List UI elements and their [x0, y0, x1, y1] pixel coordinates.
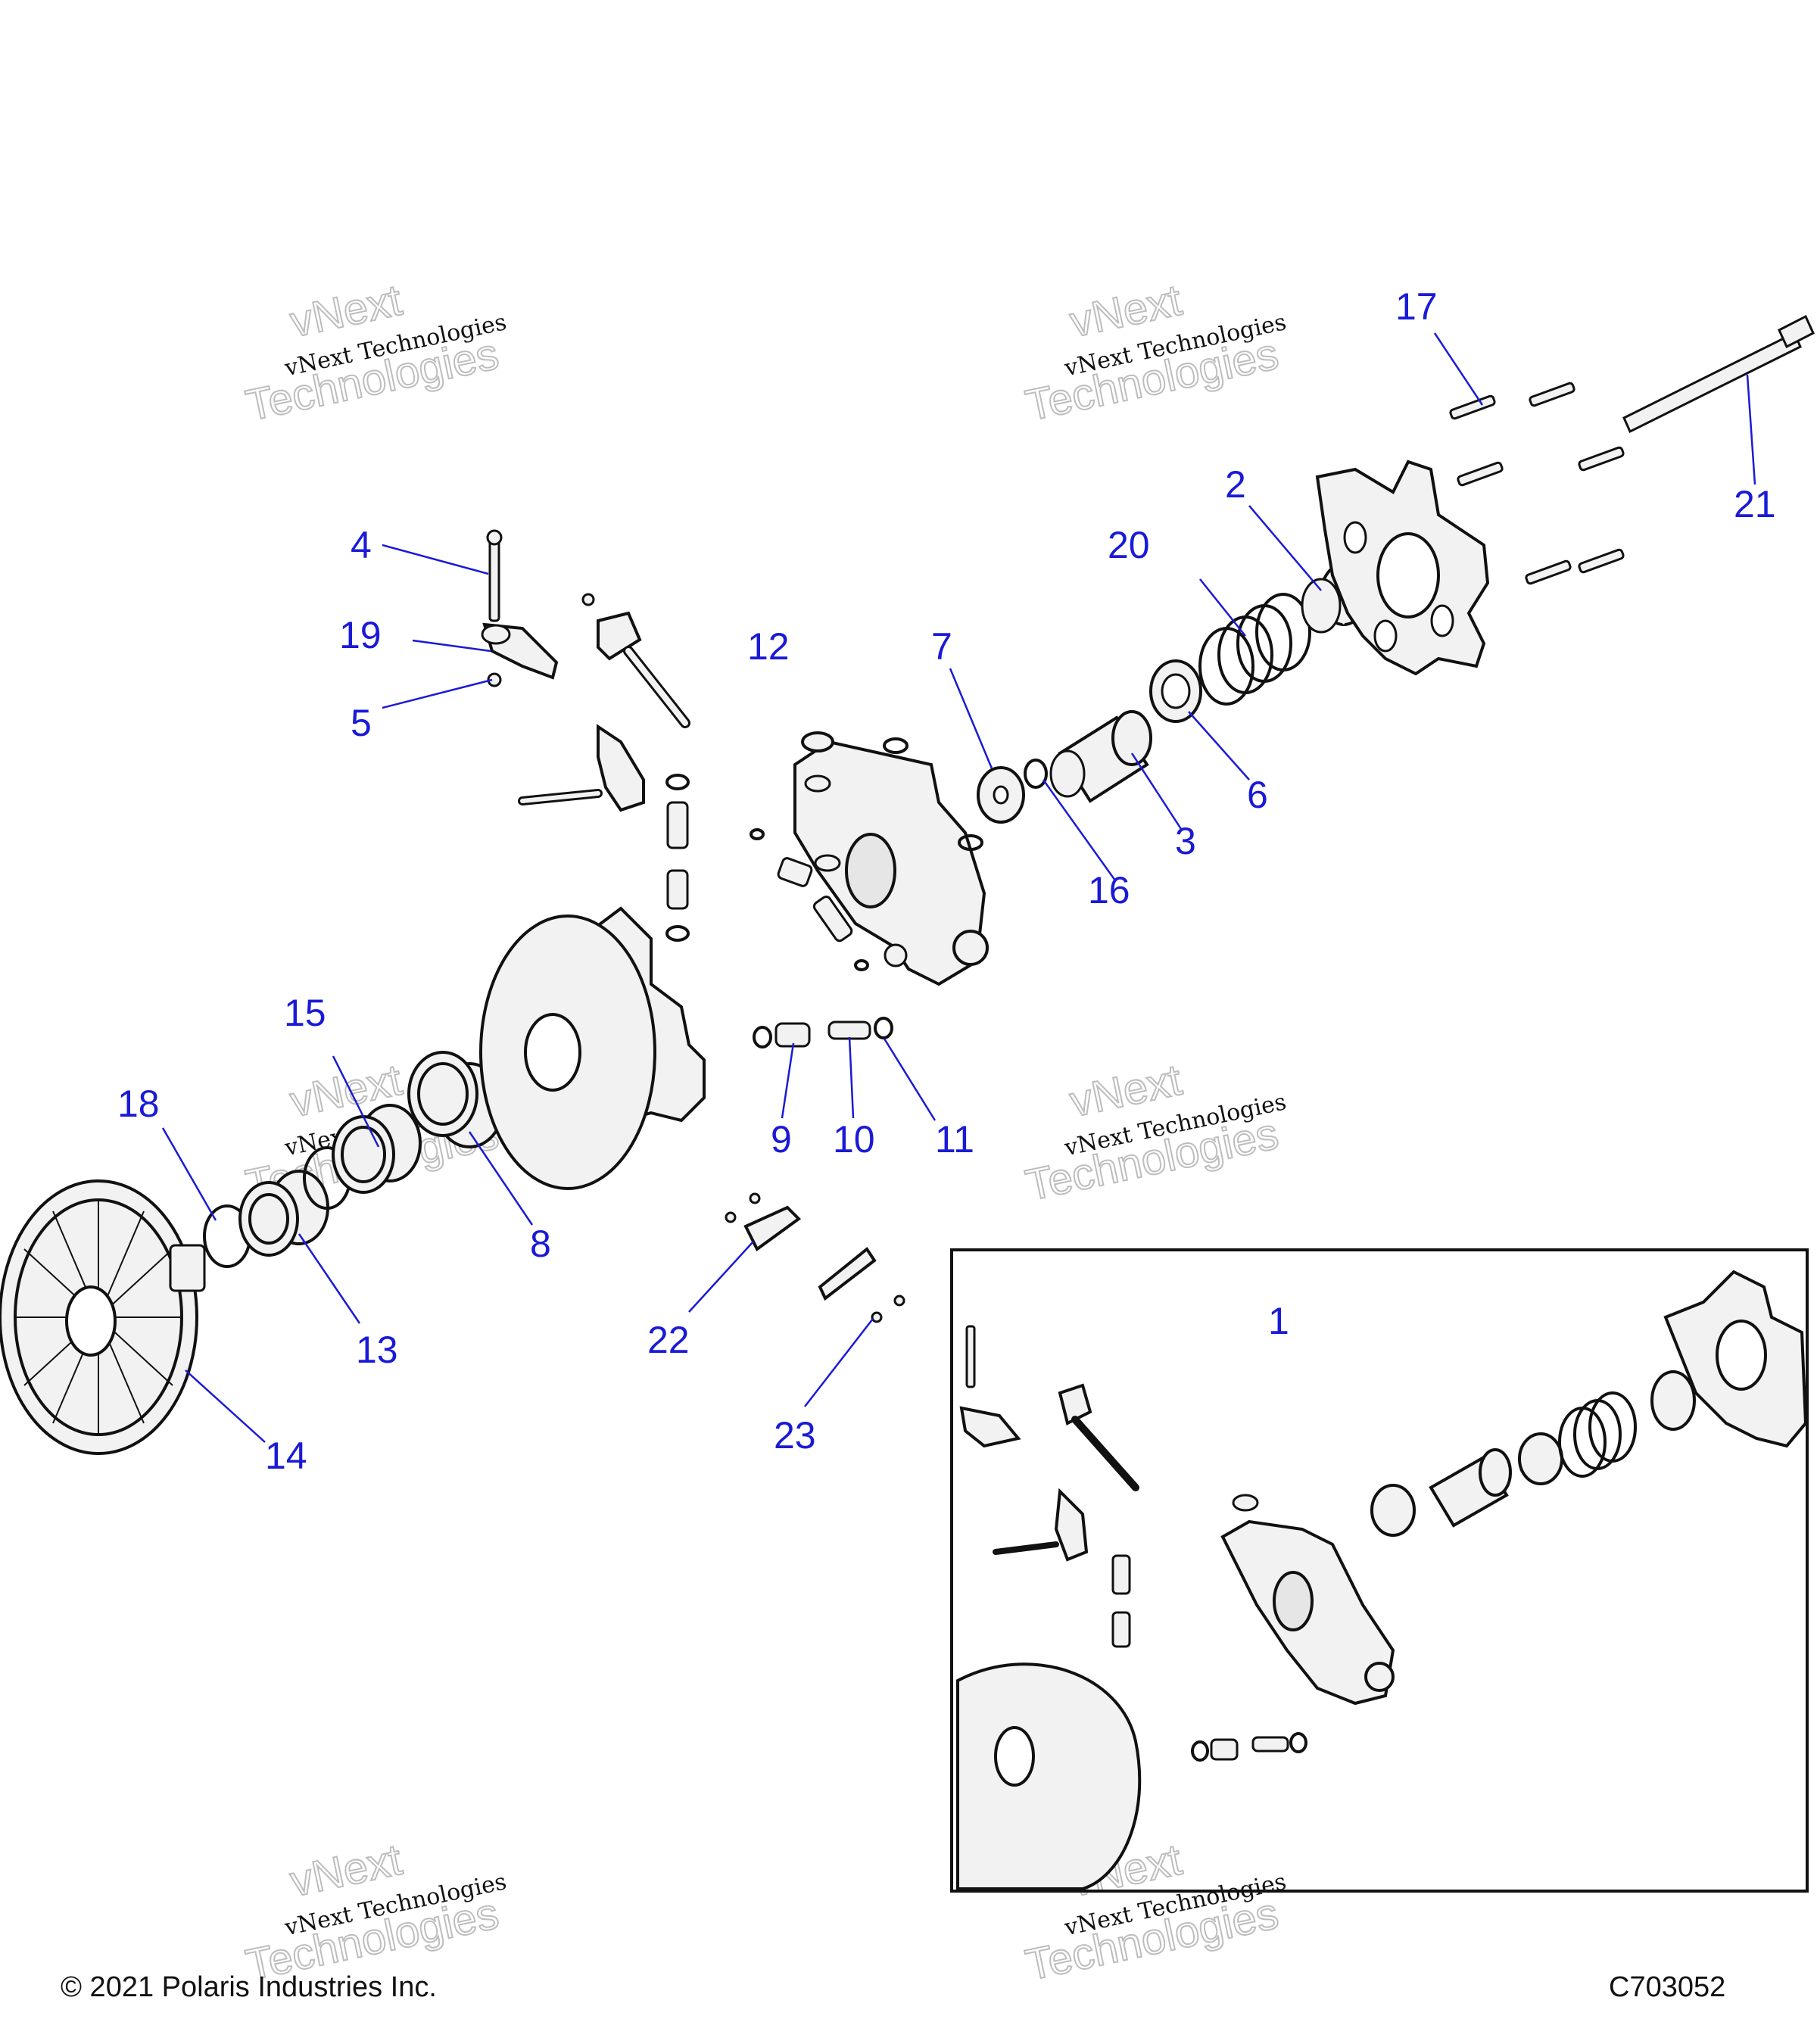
washer-part-9-ring — [753, 1026, 772, 1048]
small-bushing — [777, 857, 813, 887]
callout-1: 1 — [1268, 1300, 1289, 1342]
small-cap — [814, 854, 841, 872]
small-bushing — [812, 896, 853, 943]
callout-9: 9 — [771, 1118, 792, 1161]
leader-lines — [161, 332, 1756, 1443]
pin-part-4 — [486, 529, 503, 622]
callout-12: 12 — [747, 625, 790, 668]
callout-15: 15 — [284, 992, 326, 1034]
callout-4: 4 — [351, 524, 372, 566]
callout-6: 6 — [1247, 774, 1268, 816]
buttons-part-23 — [871, 1295, 905, 1323]
bushing-part-15 — [332, 1104, 422, 1194]
spider-plate — [1315, 460, 1490, 676]
bushing-part-9 — [774, 1022, 811, 1048]
plate-part-22 — [725, 1192, 802, 1252]
callout-5: 5 — [351, 702, 372, 744]
ring-part-11 — [874, 1017, 893, 1039]
sheave-part-14 — [0, 1179, 206, 1455]
movable-sheave — [479, 906, 706, 1190]
watermark: vNext vNext Technologies Technologies — [1021, 1055, 1289, 1211]
callout-8: 8 — [530, 1223, 551, 1265]
callout-2: 2 — [1225, 463, 1246, 506]
bolt-part-21 — [1622, 314, 1815, 434]
bushing-column — [665, 774, 690, 942]
callout-labels: 1 2 3 4 5 6 7 8 9 10 11 12 13 14 15 16 1… — [117, 285, 1776, 1477]
small-ring — [958, 834, 983, 851]
assembly-inset-frame — [950, 1248, 1809, 1893]
bushing-part-13 — [238, 1170, 329, 1257]
arm-with-pin — [518, 724, 645, 812]
callout-16: 16 — [1088, 869, 1130, 911]
callout-3: 3 — [1175, 820, 1196, 862]
callout-22: 22 — [647, 1319, 690, 1361]
small-ring — [750, 828, 765, 840]
ring-part-16 — [1024, 759, 1048, 789]
arm-part-19 — [481, 622, 559, 680]
pin-part-10 — [827, 1020, 871, 1040]
callout-23: 23 — [774, 1414, 816, 1457]
callout-14: 14 — [265, 1435, 307, 1477]
callout-13: 13 — [356, 1329, 398, 1371]
callout-19: 19 — [339, 614, 382, 656]
washer-part-7 — [977, 766, 1025, 824]
callout-10: 10 — [833, 1118, 875, 1161]
watermark: vNext vNext Technologies Technologies — [241, 275, 509, 432]
spacer-part-3 — [1049, 710, 1152, 803]
spider-housing — [793, 740, 989, 986]
roller-pin-assembly — [581, 593, 690, 728]
spring-part-20 — [1198, 593, 1311, 706]
callout-18: 18 — [117, 1083, 160, 1125]
bolts-part-17 — [1449, 382, 1625, 585]
callout-20: 20 — [1108, 524, 1150, 566]
callout-17: 17 — [1395, 285, 1438, 328]
washer-part-6 — [1149, 659, 1202, 723]
callout-21: 21 — [1734, 483, 1776, 525]
assembly-inset-parts — [956, 1270, 1808, 1890]
cap-part-12 — [801, 731, 834, 752]
small-ring — [854, 959, 869, 971]
callout-11: 11 — [935, 1118, 974, 1161]
watermark: vNext vNext Technologies Technologies — [241, 1834, 509, 1991]
figure-code: C703052 — [1609, 1971, 1726, 2003]
plate-part-22-b — [818, 1247, 877, 1301]
watermark: vNext vNext Technologies Technologies — [1021, 275, 1289, 432]
callout-7: 7 — [931, 625, 952, 668]
copyright-notice: © 2021 Polaris Industries Inc. — [61, 1971, 437, 2003]
small-ring — [883, 737, 908, 754]
